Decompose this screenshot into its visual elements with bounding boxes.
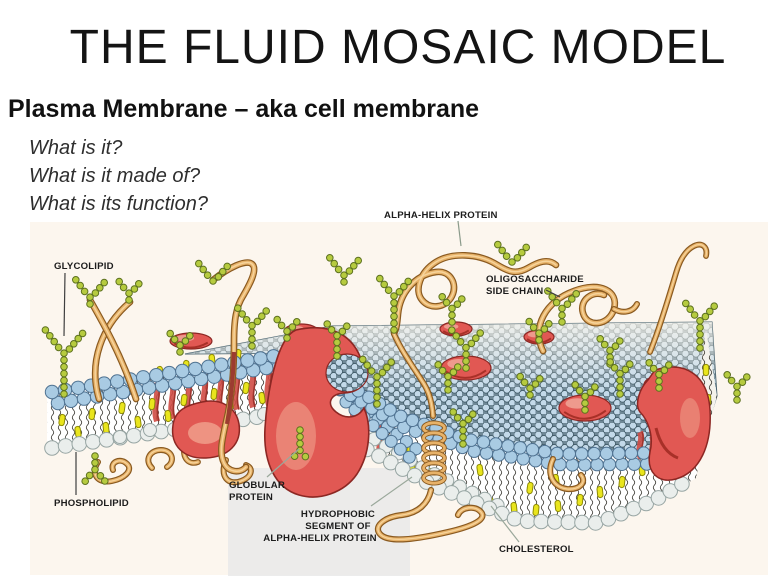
question-line: What is its function? bbox=[29, 193, 208, 215]
label-phospholipid: PHOSPHOLIPID bbox=[54, 498, 129, 509]
label-alpha-helix-protein: ALPHA-HELIX PROTEIN bbox=[384, 210, 498, 221]
label-globular-protein: PROTEIN bbox=[229, 492, 273, 503]
label-oligosaccharide-side-chain: SIDE CHAIN bbox=[486, 286, 543, 297]
question-line: What is it? bbox=[29, 137, 123, 159]
label-oligosaccharide-side-chain: OLIGOSACCHARIDE bbox=[486, 274, 584, 285]
diagram-labels: ALPHA-HELIX PROTEIN GLYCOLIPID OLIGOSACC… bbox=[54, 210, 584, 555]
membrane-illustration bbox=[30, 222, 768, 576]
label-globular-protein: GLOBULAR bbox=[229, 480, 285, 491]
label-hydrophobic-segment: HYDROPHOBIC bbox=[301, 509, 375, 520]
question-line: What is it made of? bbox=[29, 165, 201, 187]
label-glycolipid: GLYCOLIPID bbox=[54, 261, 114, 272]
label-hydrophobic-segment: ALPHA-HELIX PROTEIN bbox=[263, 533, 377, 544]
slide-title: THE FLUID MOSAIC MODEL bbox=[69, 21, 727, 74]
slide-heading: Plasma Membrane – aka cell membrane bbox=[8, 95, 480, 123]
label-cholesterol: CHOLESTEROL bbox=[499, 544, 574, 555]
leader-lines bbox=[63, 220, 561, 543]
label-hydrophobic-segment: SEGMENT OF bbox=[305, 521, 370, 532]
question-list: What is it? What is it made of? What is … bbox=[29, 134, 208, 218]
